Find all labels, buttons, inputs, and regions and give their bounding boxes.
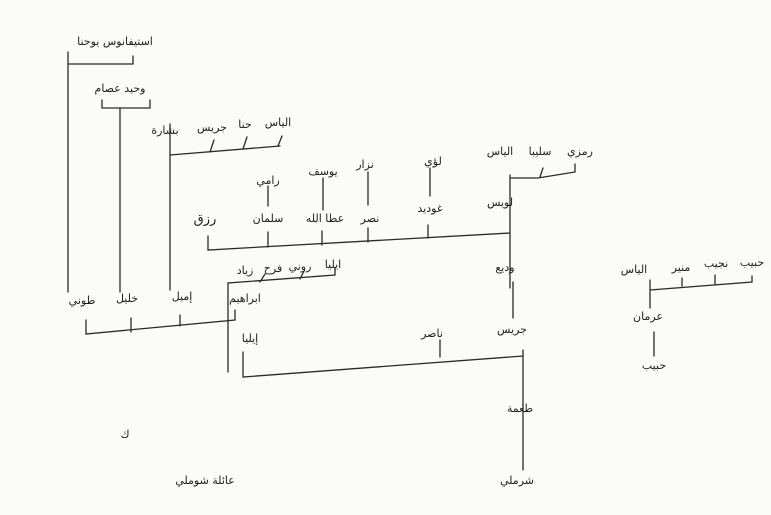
name-khalil: خليل: [116, 292, 138, 305]
name-habib-bottom: حبيب: [642, 359, 666, 372]
name-nizar: نزار: [355, 158, 374, 171]
name-louis: لويس: [487, 196, 513, 209]
name-munir: منير: [671, 261, 691, 274]
connector: [67, 51, 134, 293]
name-saliba: سليبا: [529, 145, 552, 158]
name-nasser: ناصر: [420, 327, 443, 340]
name-nasr: نصر: [360, 212, 380, 225]
name-emil: إميل: [172, 290, 193, 303]
name-najib: نجيب: [704, 257, 728, 270]
connector: [101, 99, 151, 293]
name-yousef: يوسف: [308, 165, 337, 178]
connector: [169, 123, 283, 291]
name-toni: طوني: [69, 294, 96, 307]
name-elias-mid: الياس: [487, 145, 514, 158]
connector: [227, 267, 336, 373]
name-orman: عرمان: [633, 310, 663, 323]
connector: [85, 309, 236, 335]
name-wadih: وديع: [495, 261, 514, 274]
connector: [649, 274, 753, 357]
name-rizq: رزق: [194, 212, 217, 227]
name-shomali: شرملي: [500, 474, 534, 487]
name-ziad: زياد: [237, 264, 254, 277]
name-bishara: بشارة: [151, 124, 178, 137]
name-luay: لؤي: [424, 155, 442, 168]
name-elias-right: الياس: [621, 263, 648, 276]
name-elias-top: الياس: [265, 116, 292, 129]
name-roni: روني: [289, 260, 312, 273]
connector: [509, 163, 576, 179]
name-elia-lower: إيليا: [242, 332, 258, 345]
connector: [207, 174, 511, 289]
connector: [242, 281, 524, 471]
name-jiryes-top: جريس: [197, 121, 227, 134]
name-jiryes-lower: جريس: [497, 323, 527, 336]
name-tohme: طعمة: [507, 402, 534, 415]
name-habib-top: حبيب: [740, 256, 764, 269]
name-waheed-issam: وحيد عصام: [95, 82, 146, 95]
name-hanna: حنا: [238, 118, 251, 131]
name-farah: فرح: [264, 262, 282, 275]
name-salman: سلمان: [253, 212, 284, 225]
name-elia-upper: ايليا: [325, 258, 341, 271]
diagram-title: عائلة شوملي: [175, 474, 235, 487]
name-ghodeid: غوديد: [417, 202, 442, 215]
name-estephanos-yohanna: استيفانوس يوحنا: [77, 35, 153, 48]
name-rami: رامي: [256, 174, 279, 187]
name-ramzi: رمزي: [567, 145, 593, 158]
connector: [267, 167, 431, 211]
corner-mark: ك: [120, 428, 129, 441]
name-ibrahim: ابراهيم: [229, 292, 261, 305]
name-atallah: عطا الله: [306, 212, 344, 225]
